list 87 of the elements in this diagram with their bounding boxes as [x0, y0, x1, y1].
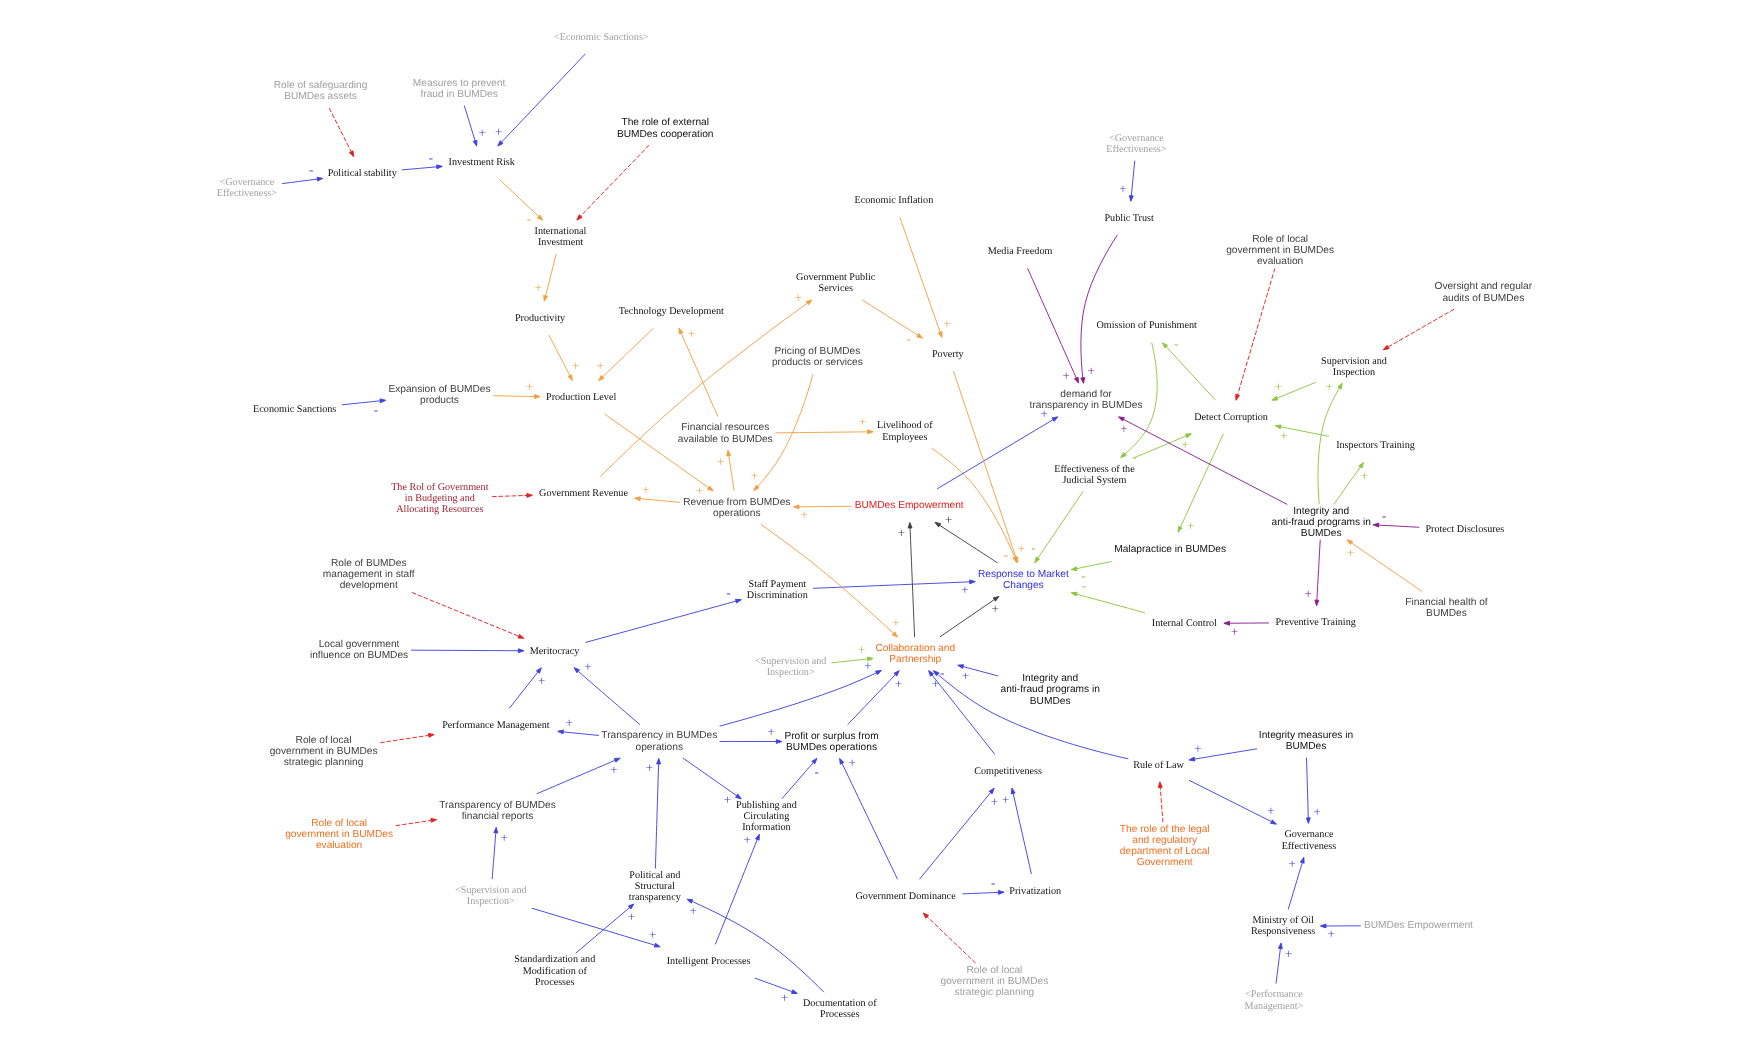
arrow [1117, 416, 1287, 505]
arrow [1345, 539, 1422, 592]
arrow [753, 977, 797, 994]
arrow [1187, 748, 1257, 762]
arrow [846, 670, 899, 726]
arrow [1176, 433, 1223, 533]
arrow [1127, 160, 1135, 202]
arrow [633, 496, 680, 503]
arrow [1156, 781, 1163, 823]
arrow [1026, 267, 1078, 384]
arrow [575, 144, 649, 221]
arrow [1160, 342, 1216, 401]
arrow [921, 912, 976, 964]
arrow [1332, 462, 1364, 505]
arrow [490, 826, 498, 880]
arrow [838, 757, 897, 880]
arrow [583, 598, 741, 643]
arrow [718, 739, 782, 744]
arrow [507, 667, 541, 709]
arrow [956, 664, 998, 677]
arrow [830, 656, 873, 664]
arrow [1187, 779, 1276, 825]
arrow [811, 579, 975, 589]
arrow [547, 334, 572, 382]
arrow [752, 373, 813, 491]
arrow [1069, 560, 1112, 571]
arrow [491, 394, 540, 399]
arrow [759, 523, 897, 638]
arrow [1119, 342, 1157, 459]
arrow [780, 757, 817, 800]
arrow [542, 253, 556, 302]
arrow [1270, 381, 1316, 401]
arrow [935, 416, 1058, 490]
arrow [556, 729, 599, 736]
arrow [725, 449, 734, 492]
arrow [917, 787, 994, 880]
arrow [1079, 234, 1117, 384]
arrow [1381, 308, 1454, 351]
arrow [1033, 490, 1083, 564]
arrow [498, 179, 543, 221]
arrow [572, 667, 640, 726]
arrow [1069, 591, 1145, 614]
arrow [1132, 433, 1191, 459]
arrow [1234, 267, 1275, 401]
arrow [1371, 522, 1419, 528]
arrow [1222, 620, 1269, 626]
arrow [597, 327, 654, 382]
arrow [1273, 424, 1329, 437]
arrow [860, 299, 923, 339]
arrow [1274, 942, 1282, 984]
arrow [574, 903, 634, 954]
arrow [394, 818, 437, 827]
arrow [340, 398, 386, 406]
arrow [961, 890, 1004, 895]
arrow [898, 216, 942, 338]
arrow [1009, 787, 1031, 875]
arrow [938, 595, 999, 638]
arrow [1313, 539, 1320, 607]
arrow [1286, 856, 1304, 910]
arrow [713, 833, 759, 945]
arrow [1304, 757, 1310, 824]
arrow [681, 757, 741, 800]
arrow [906, 521, 915, 638]
arrow [327, 107, 354, 158]
arrow [603, 413, 713, 492]
arrow [410, 591, 524, 639]
arrow [931, 670, 1128, 760]
arrow [677, 327, 718, 418]
arrow [280, 176, 323, 185]
arrow [530, 907, 660, 948]
arrow [718, 670, 881, 727]
arrow [490, 493, 532, 498]
arrow [598, 299, 812, 478]
arrow [496, 53, 585, 147]
arrow [1316, 382, 1342, 505]
arrow [792, 504, 851, 510]
arrow [774, 429, 873, 435]
arrow [409, 648, 524, 654]
arrow [1318, 923, 1361, 929]
arrow [933, 521, 997, 564]
arrow [535, 757, 620, 795]
arrow [462, 105, 477, 147]
arrow [653, 758, 660, 869]
arrow [400, 164, 442, 171]
arrow [927, 670, 995, 755]
arrow [378, 733, 434, 744]
arrow [685, 898, 824, 993]
